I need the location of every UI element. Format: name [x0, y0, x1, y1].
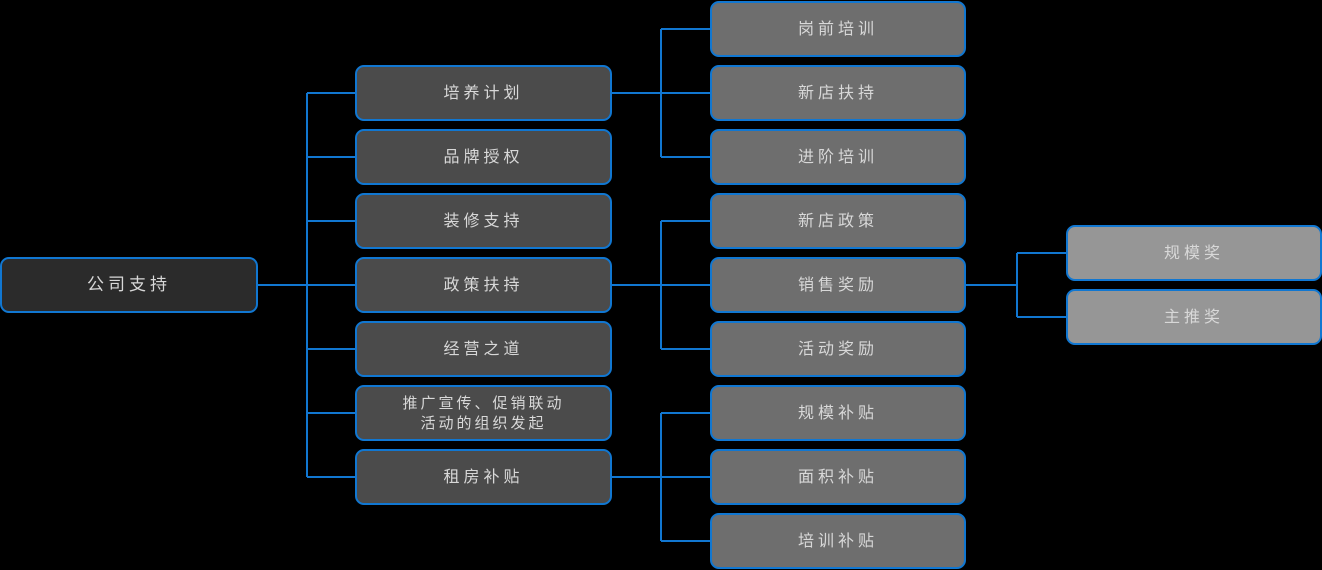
node-label: 政策扶持 [443, 275, 524, 295]
node-l3-3[interactable]: 新店政策 [710, 193, 966, 249]
node-label: 租房补贴 [443, 467, 524, 487]
node-label: 装修支持 [443, 211, 524, 231]
connector-c-l3-4 [966, 252, 1066, 318]
node-l3-7[interactable]: 面积补贴 [710, 449, 966, 505]
node-l2-3[interactable]: 政策扶持 [355, 257, 612, 313]
node-label: 销售奖励 [797, 275, 878, 295]
node-l2-2[interactable]: 装修支持 [355, 193, 612, 249]
node-l3-0[interactable]: 岗前培训 [710, 1, 966, 57]
node-label: 推广宣传、促销联动 活动的组织发起 [402, 393, 565, 432]
node-l3-4[interactable]: 销售奖励 [710, 257, 966, 313]
node-l2-1[interactable]: 品牌授权 [355, 129, 612, 185]
node-l2-5[interactable]: 推广宣传、促销联动 活动的组织发起 [355, 385, 612, 441]
node-l3-2[interactable]: 进阶培训 [710, 129, 966, 185]
node-label: 规模奖 [1163, 243, 1224, 263]
node-label: 培养计划 [443, 83, 524, 103]
connector-c-l2-3 [612, 220, 710, 350]
node-label: 新店扶持 [797, 83, 878, 103]
node-l2-0[interactable]: 培养计划 [355, 65, 612, 121]
node-label: 面积补贴 [797, 467, 878, 487]
node-l4-0[interactable]: 规模奖 [1066, 225, 1322, 281]
node-l3-8[interactable]: 培训补贴 [710, 513, 966, 569]
node-label: 培训补贴 [797, 531, 878, 551]
node-l3-1[interactable]: 新店扶持 [710, 65, 966, 121]
node-label: 新店政策 [797, 211, 878, 231]
connector-c-root [258, 92, 355, 478]
node-label: 主推奖 [1163, 307, 1224, 327]
node-l3-6[interactable]: 规模补贴 [710, 385, 966, 441]
node-l2-4[interactable]: 经营之道 [355, 321, 612, 377]
node-l2-6[interactable]: 租房补贴 [355, 449, 612, 505]
node-label: 经营之道 [443, 339, 524, 359]
node-root[interactable]: 公司支持 [0, 257, 258, 313]
connector-c-l2-0 [612, 28, 710, 158]
node-label: 进阶培训 [797, 147, 878, 167]
node-label: 公司支持 [87, 274, 171, 295]
node-label: 品牌授权 [443, 147, 524, 167]
node-l4-1[interactable]: 主推奖 [1066, 289, 1322, 345]
connector-c-l2-6 [612, 412, 710, 542]
node-label: 岗前培训 [797, 19, 878, 39]
node-l3-5[interactable]: 活动奖励 [710, 321, 966, 377]
node-label: 规模补贴 [797, 403, 878, 423]
node-label: 活动奖励 [797, 339, 878, 359]
